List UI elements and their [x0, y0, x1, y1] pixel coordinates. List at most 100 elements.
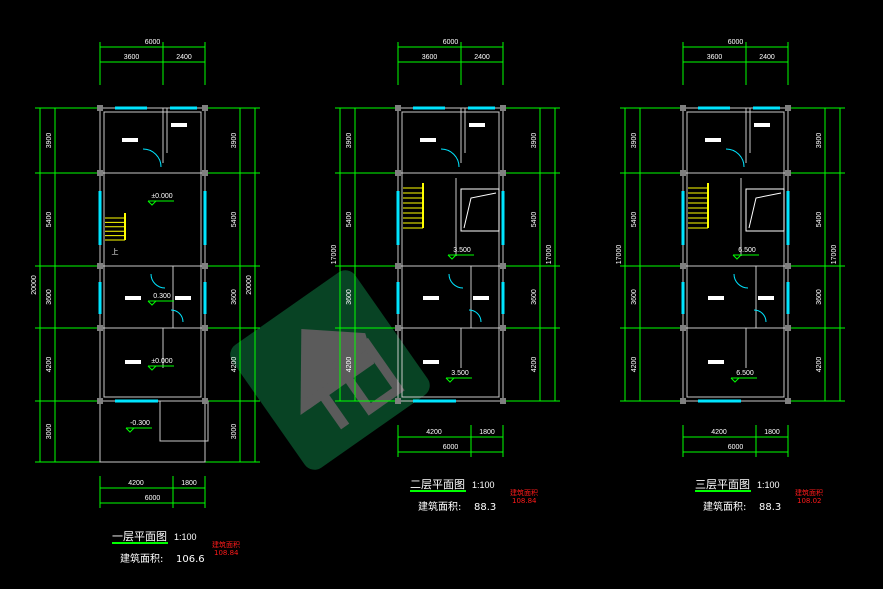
left-dimension-part: 5400 — [346, 212, 353, 228]
stair-void — [460, 188, 500, 232]
room-label-tag — [758, 296, 774, 300]
stair-icon — [688, 183, 709, 229]
room-label-tag — [708, 360, 724, 364]
elevation-label: 0.300 — [153, 293, 171, 300]
bottom-total-dimension: 6000 — [728, 444, 744, 451]
right-total-dimension: 17000 — [546, 245, 553, 265]
left-dimension-part: 3000 — [46, 424, 53, 440]
stair-up-mark: 上 — [112, 247, 119, 256]
plan-scale: 1:100 — [472, 480, 495, 490]
right-dimension-part: 3000 — [231, 424, 238, 440]
left-dimension-part: 5400 — [46, 212, 53, 228]
stair-void — [745, 188, 785, 232]
elevation-label: 3.500 — [453, 247, 471, 254]
right-dimension-part: 3600 — [531, 289, 538, 305]
area-label: 建筑面积: — [703, 500, 746, 513]
structural-column — [680, 263, 686, 269]
left-dimension-part: 4200 — [346, 357, 353, 373]
left-total-dimension: 20000 — [31, 275, 38, 295]
structural-column — [395, 263, 401, 269]
structural-column — [680, 398, 686, 404]
top-dimension-part: 3600 — [707, 54, 723, 61]
left-dimension-part: 3600 — [346, 289, 353, 305]
red-area-value: 108.84 — [214, 549, 239, 557]
left-dimension-part: 3600 — [631, 289, 638, 305]
structural-column — [97, 398, 103, 404]
elevation-marker-icon — [445, 377, 455, 383]
room-label-tag — [125, 360, 141, 364]
structural-column — [97, 325, 103, 331]
elevation-marker-icon — [147, 200, 157, 206]
left-total-dimension: 17000 — [616, 245, 623, 265]
left-dimension-part: 4200 — [46, 357, 53, 373]
structural-column — [680, 170, 686, 176]
door-swing — [170, 309, 184, 323]
structural-column — [202, 170, 208, 176]
stair-icon — [105, 213, 126, 241]
structural-column — [500, 105, 506, 111]
door-swing — [150, 273, 166, 289]
top-dimension-part: 2400 — [176, 54, 192, 61]
bottom-dimension-part: 4200 — [128, 480, 144, 487]
right-dimension-part: 4200 — [531, 357, 538, 373]
area-label: 建筑面积: — [418, 500, 461, 513]
room-label-tag — [125, 296, 141, 300]
room-label-tag — [423, 296, 439, 300]
room-label-tag — [473, 296, 489, 300]
plan-title: 一层平面图 — [112, 530, 167, 543]
door-swing — [733, 273, 749, 289]
structural-column — [785, 263, 791, 269]
right-dimension-part: 3900 — [531, 133, 538, 149]
structural-column — [395, 105, 401, 111]
structural-column — [500, 398, 506, 404]
plan-scale: 1:100 — [174, 532, 197, 542]
structural-column — [500, 263, 506, 269]
plan-scale: 1:100 — [757, 480, 780, 490]
room-label-tag — [420, 138, 436, 142]
elevation-label: ±0.000 — [151, 358, 172, 365]
left-dimension-part: 3900 — [631, 133, 638, 149]
structural-column — [785, 325, 791, 331]
structural-column — [202, 398, 208, 404]
door-swing — [440, 148, 460, 168]
area-value: 88.3 — [474, 502, 496, 513]
left-dimension-part: 3900 — [46, 133, 53, 149]
room-label-tag — [175, 296, 191, 300]
red-area-label: 建筑面积 — [795, 488, 823, 497]
left-total-dimension: 17000 — [331, 245, 338, 265]
right-dimension-part: 5400 — [816, 212, 823, 228]
room-label-tag — [708, 296, 724, 300]
structural-column — [785, 105, 791, 111]
elevation-marker-icon — [732, 254, 742, 260]
structural-column — [500, 170, 506, 176]
exterior-wall-inner — [686, 111, 785, 398]
entry-steps — [159, 400, 209, 442]
structural-column — [97, 170, 103, 176]
structural-column — [97, 263, 103, 269]
door-swing — [448, 273, 464, 289]
elevation-label: 3.500 — [451, 370, 469, 377]
left-dimension-part: 5400 — [631, 212, 638, 228]
top-total-dimension: 6000 — [728, 39, 744, 46]
left-dimension-part: 3600 — [46, 289, 53, 305]
bottom-total-dimension: 6000 — [145, 495, 161, 502]
door-swing — [753, 309, 767, 323]
elevation-label: -0.300 — [130, 420, 150, 427]
red-area-value: 108.84 — [512, 497, 537, 505]
door-swing — [725, 148, 745, 168]
top-dimension-part: 2400 — [474, 54, 490, 61]
right-dimension-part: 3600 — [816, 289, 823, 305]
bottom-total-dimension: 6000 — [443, 444, 459, 451]
structural-column — [395, 325, 401, 331]
elevation-marker-icon — [730, 377, 740, 383]
right-dimension-part: 4200 — [231, 357, 238, 373]
top-total-dimension: 6000 — [443, 39, 459, 46]
door-swing — [142, 148, 162, 168]
right-total-dimension: 20000 — [246, 275, 253, 295]
right-dimension-part: 5400 — [531, 212, 538, 228]
structural-column — [395, 398, 401, 404]
top-dimension-part: 2400 — [759, 54, 775, 61]
plan-title: 二层平面图 — [410, 478, 465, 491]
watermark-logo — [230, 270, 430, 470]
